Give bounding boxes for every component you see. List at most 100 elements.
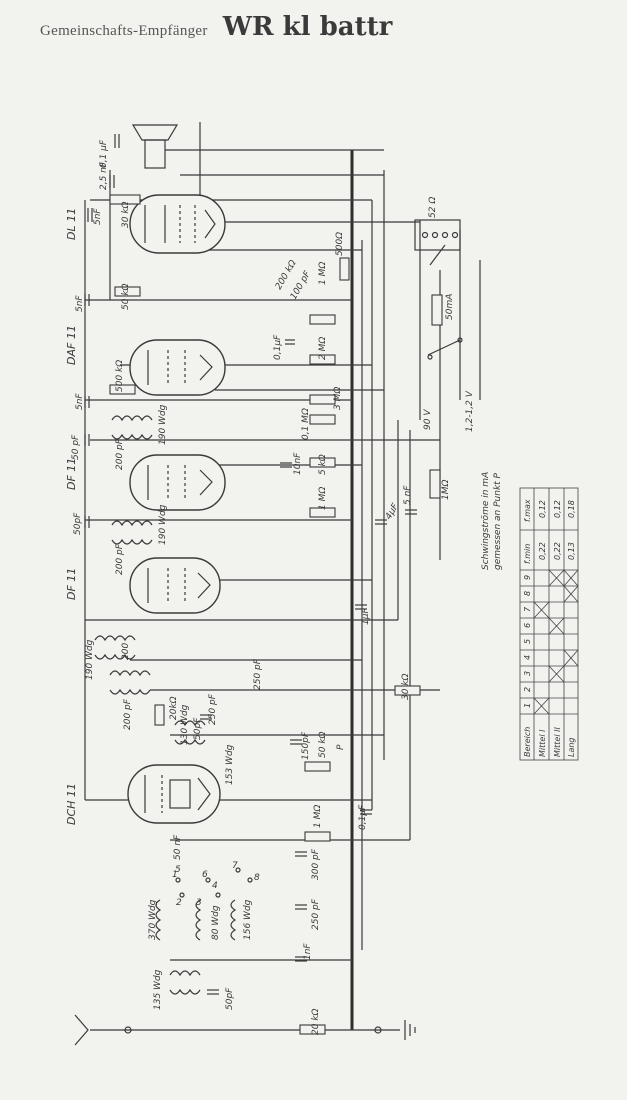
coils [94, 415, 237, 995]
table-header-5: 5 [523, 639, 532, 644]
label-r-3m: 3 MΩ [333, 387, 343, 410]
label-c-250pf-c: 250 pF [311, 898, 321, 930]
tube-label-df11-a: DF 11 [65, 458, 78, 490]
tube-df11-a [129, 454, 226, 511]
switch-contact-1: 1 [172, 870, 178, 880]
label-wdg-156: 156 Wdg [243, 899, 253, 940]
label-r-01m: 0,1 MΩ [301, 408, 311, 440]
antenna-symbol [74, 1014, 132, 1046]
label-r-1m-d: 1 MΩ [313, 805, 323, 828]
label-v-90: 90 V [423, 409, 433, 430]
switch-contact-7: 7 [232, 861, 238, 871]
switch-contact-4: 4 [212, 881, 218, 891]
tube-label-daf11: DAF 11 [65, 325, 78, 365]
label-r-1m-c: 1MΩ [441, 480, 451, 500]
label-r-2m: 2 MΩ [318, 337, 328, 360]
label-c-5nf-b: 5nF [75, 295, 85, 312]
switch-contact-3: 3 [196, 898, 202, 908]
table-cell-fmax: 0,12 [538, 500, 547, 518]
table-caption-2: gemessen an Punkt P [493, 472, 503, 570]
switch-contact-2: 2 [176, 898, 182, 908]
table-row-name: Mittel II [553, 727, 562, 757]
tube-label-df11-b: DF 11 [65, 568, 78, 600]
label-wdg-153: 153 Wdg [225, 744, 235, 785]
label-c-5nf-d: 5 nF [403, 485, 413, 505]
label-c-300pf: 300 pF [311, 848, 321, 880]
label-c-50pf-d: 50pF [225, 987, 235, 1010]
switch-contact-5: 5 [175, 865, 181, 875]
label-c-5nf-c: 5nF [75, 393, 85, 410]
label-c-200pf-d: 200 pF [123, 698, 133, 730]
table-cell-fmin: 0,22 [538, 542, 547, 560]
label-c-50pf-c: 50pF [193, 717, 203, 740]
label-c-250pf-a: 250 pF [253, 658, 263, 690]
label-wdg-80: 80 Wdg [211, 905, 221, 940]
label-c-200pf-b: 200 pF [115, 543, 125, 575]
label-c-10nf: 10nF [293, 452, 303, 475]
label-r-1m-b: 1 MΩ [318, 487, 328, 510]
label-r-1m: 1 MΩ [318, 262, 328, 285]
label-wdg-130: 130 Wdg [180, 704, 190, 745]
label-c-1uf: 1µF [361, 608, 371, 625]
title-prefix: Gemeinschafts-Empfänger [40, 23, 208, 39]
label-c-50pf-a: 50 pF [71, 434, 81, 460]
label-r-30k-b: 30 kΩ [401, 673, 411, 700]
table-row-name: Mittel I [538, 729, 547, 757]
label-c-5nf-a: 5nF [93, 208, 103, 225]
table-header-6: 6 [523, 623, 532, 628]
supply-lines [84, 149, 481, 1031]
table-caption-1: Schwingströme in mA [481, 472, 491, 570]
label-wdg-190-a: 190 Wdg [158, 404, 168, 445]
label-r-500: 500Ω [335, 232, 345, 256]
table-header-9: 9 [523, 575, 532, 580]
label-c-250pf-b: 250 pF [208, 693, 218, 725]
resistors [109, 194, 441, 1035]
label-c-25nf: 2,5 nF [99, 161, 109, 190]
label-r-30k: 30 kΩ [121, 201, 131, 228]
label-c-50pf-b: 50pF [73, 512, 83, 535]
label-c-4uf: 4µF [384, 501, 401, 521]
label-c-1nf: 1nF [303, 943, 313, 960]
label-fuse-50ma: 50mA [445, 294, 455, 320]
label-c-01uf: 0,1 µF [99, 139, 109, 168]
table-header-7: 7 [523, 606, 532, 612]
label-c-200pf-c: 200 [121, 643, 131, 660]
table-header-3: 3 [523, 671, 532, 676]
tube-dl11 [129, 194, 226, 254]
table-header-8: 8 [523, 591, 532, 596]
switch-contact-6: 6 [202, 870, 208, 880]
label-wdg-190-c: 190 Wdg [85, 639, 95, 680]
label-r-20k-b: 20 kΩ [311, 1008, 321, 1035]
label-r-50k: 50 kΩ [121, 283, 131, 310]
label-r-20k: 20kΩ [169, 696, 179, 720]
speaker-symbol [131, 122, 201, 200]
ground-symbol [374, 1020, 416, 1040]
tube-label-dch11: DCH 11 [65, 783, 78, 825]
label-v-12: 1,2-1,2 V [465, 390, 475, 432]
tube-label-dl11: DL 11 [65, 208, 78, 240]
voltage-tap-board [414, 219, 463, 360]
tube-daf11 [129, 339, 226, 396]
label-r-50k-b: 50 kΩ [318, 731, 328, 758]
tube-df11-b [129, 557, 221, 614]
table-header-4: 4 [523, 655, 532, 660]
table-cell-fmin: 0,22 [553, 542, 562, 560]
label-c-01uf-c: 0,1µF [358, 804, 368, 830]
table-header-2: 2 [523, 687, 532, 692]
capacitors [84, 134, 417, 995]
table-cell-fmax: 0,12 [553, 500, 562, 518]
label-c-50nf: 50 nF [173, 834, 183, 860]
oscillator-current-table: Bereich 1 2 3 4 5 6 7 8 9 f.min f.max Mi… [519, 487, 579, 761]
label-c-01uf-b: 0,1µF [273, 334, 283, 360]
label-r-500k: 500 kΩ [115, 360, 125, 392]
label-r-52: 52 Ω [428, 197, 438, 218]
label-c-150pf: 150pF [301, 731, 311, 760]
table-header-1: 1 [523, 703, 532, 708]
label-point-p: P [336, 744, 346, 750]
label-wdg-370: 370 Wdg [148, 899, 158, 940]
label-c-200pf-a: 200 pF [115, 438, 125, 470]
table-header-fmin: f.min [523, 544, 532, 564]
table-cell-fmin: 0,13 [567, 542, 576, 560]
switch-contact-8: 8 [254, 873, 260, 883]
